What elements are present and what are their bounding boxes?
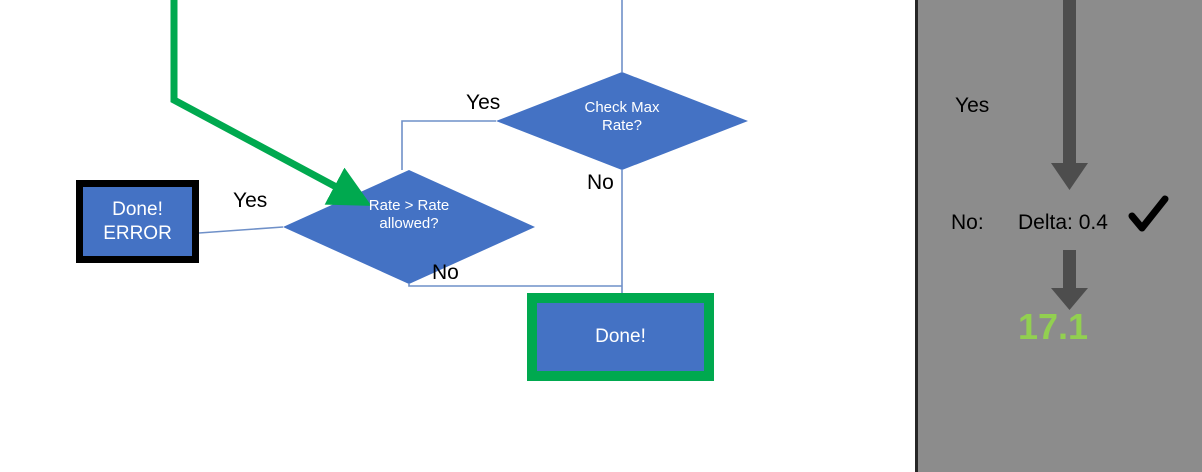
edge-label-yes-rate-gt: Yes xyxy=(233,189,268,212)
edge-label-yes-check-max: Yes xyxy=(466,91,501,114)
edge-label-no-check-max: No xyxy=(587,171,614,194)
connector-check-max-yes xyxy=(401,120,496,170)
diamond-check-max[interactable] xyxy=(496,72,748,170)
terminal-box-done-label: Done! xyxy=(595,326,646,348)
connector-rate-gt-yes xyxy=(198,226,284,234)
diamond-rate-gt[interactable] xyxy=(283,170,535,284)
panel-result-value: 17.1 xyxy=(1018,306,1089,347)
terminal-box-done[interactable]: Done! xyxy=(527,293,714,381)
check-mark-icon xyxy=(1128,195,1169,232)
annotation-panel: Yes No: Delta: 0.4 17.1 xyxy=(915,0,1202,472)
panel-delta-value: Delta: 0.4 xyxy=(1018,211,1108,234)
terminal-box-done-error-label: Done! ERROR xyxy=(103,199,172,244)
panel-no-label: No: xyxy=(951,211,984,234)
down-arrow-short-icon xyxy=(1051,250,1088,310)
highlight-path-green xyxy=(170,0,372,206)
panel-yes-label: Yes xyxy=(955,94,990,117)
down-arrow-long-icon xyxy=(1051,0,1088,190)
edge-label-no-rate-gt: No xyxy=(432,261,459,284)
annotation-panel-arrows xyxy=(1051,0,1169,310)
terminal-box-done-error[interactable]: Done! ERROR xyxy=(76,180,199,263)
connector-rate-gt-no xyxy=(408,284,622,287)
